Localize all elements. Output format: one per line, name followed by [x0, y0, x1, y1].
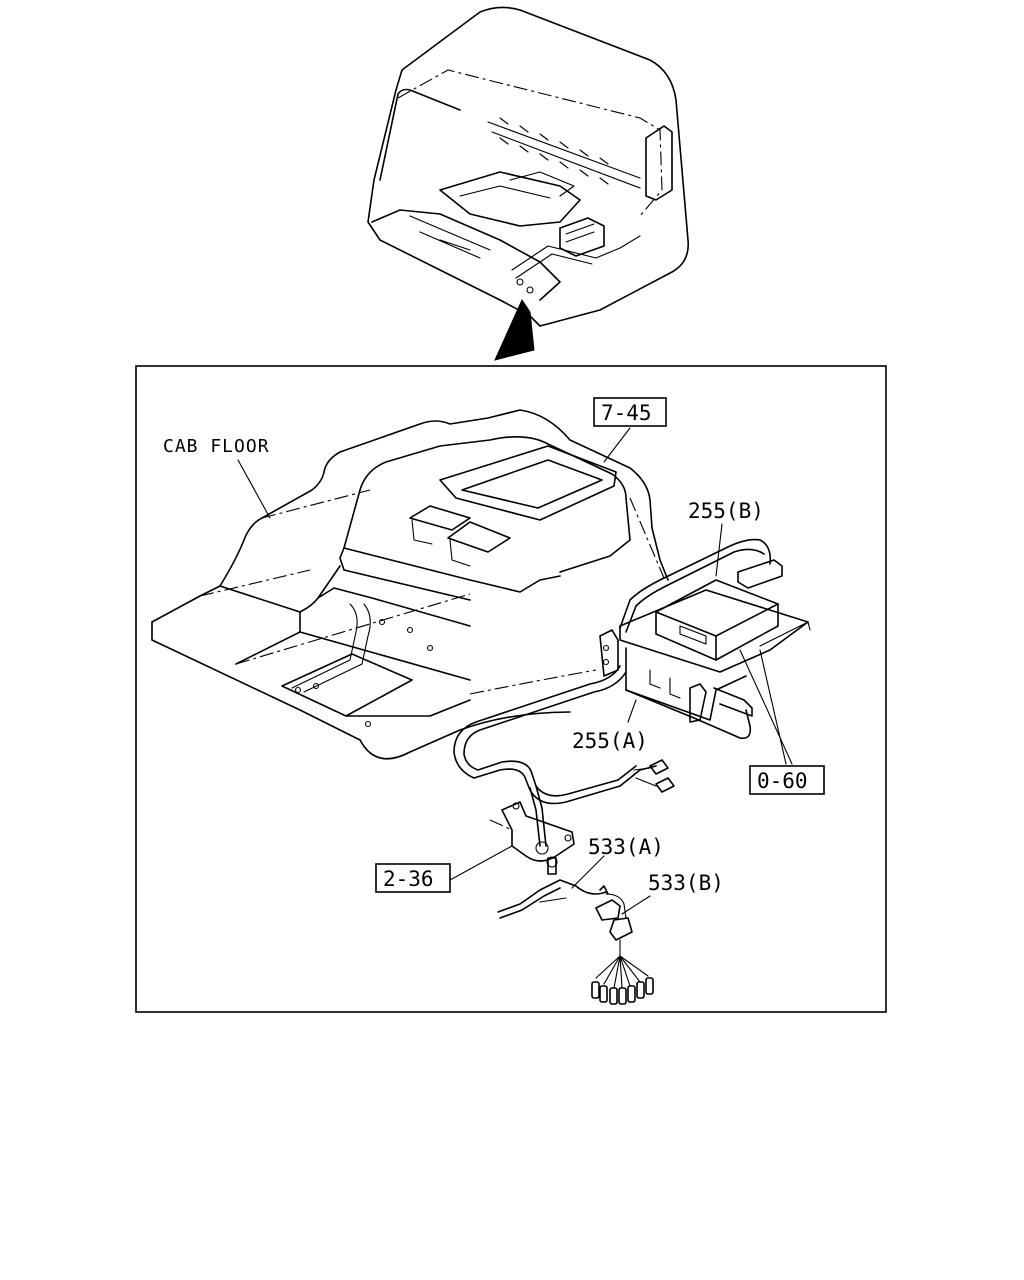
leader-lines	[237, 427, 793, 915]
label-7-45: 7-45	[601, 401, 652, 425]
ref-box-7-45	[593, 397, 667, 427]
label-2-36: 2-36	[383, 867, 434, 891]
label-533b: 533(B)	[648, 871, 724, 895]
label-255b: 255(B)	[688, 499, 764, 523]
ref-box-2-36	[375, 863, 451, 893]
label-cab-floor: CAB FLOOR	[163, 436, 270, 457]
lower-harness-533	[489, 785, 654, 1005]
callouts: CAB FLOOR 7-45 255(B) 255(A) 0-60 533(A)…	[163, 397, 825, 895]
label-533a: 533(A)	[588, 835, 664, 859]
cab-overview	[367, 6, 689, 361]
ref-box-0-60	[749, 765, 825, 795]
detail-frame	[135, 365, 887, 1013]
label-255a: 255(A)	[572, 729, 648, 753]
cab-floor-body	[151, 409, 669, 760]
label-0-60: 0-60	[757, 769, 808, 793]
radio-bracket-assembly	[453, 538, 811, 805]
